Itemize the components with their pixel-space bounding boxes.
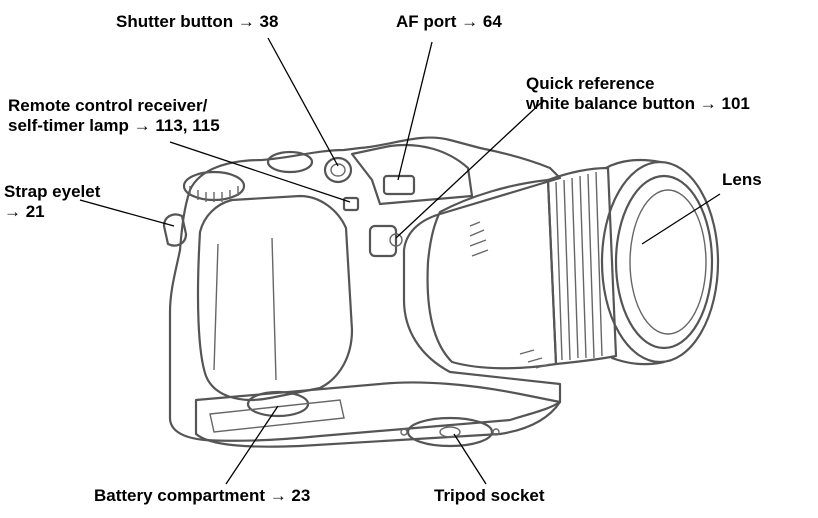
tripod-socket-ring [406,416,494,448]
label-remote-control: Remote control receiver/ self-timer lamp… [8,96,220,136]
lens-mount [426,178,558,370]
barrel-texture-bottom [519,349,551,369]
label-tripod-socket-line1: Tripod socket [434,486,545,505]
label-lens: Lens [722,170,762,190]
label-strap-eyelet-line2: → 21 [4,202,45,221]
mode-dial-ridges [189,186,239,202]
camera-illustration [162,136,720,448]
camera-grip [196,194,354,402]
shutter-button-shape [323,156,353,184]
label-remote-control-line2: self-timer lamp → 113, 115 [8,116,220,135]
base-plate [194,381,562,448]
label-quick-reference-line1: Quick reference [526,74,655,93]
tripod-socket-hole [439,426,461,438]
camera-body-outline [168,136,562,442]
lens-front-middle-ring [614,174,714,350]
leader-quick-ref [395,99,545,239]
label-battery-compartment-line1: Battery compartment → 23 [94,486,311,505]
focus-ring-ridges [555,171,603,361]
leader-strap [79,199,175,227]
label-af-port-line1: AF port → 64 [396,12,502,31]
label-strap-eyelet-line1: Strap eyelet [4,182,101,201]
af-port-window [382,174,416,196]
grip-texture-line [213,243,219,371]
base-screw-right [492,428,500,436]
battery-door-panel [209,399,345,433]
lens-barrel [546,166,618,366]
label-shutter-button-line1: Shutter button → 38 [116,12,279,31]
strap-eyelet-shape [162,213,188,247]
lens-glass [629,189,707,335]
command-dial [266,150,314,174]
lens-hood-edge [604,158,666,366]
base-screw-left [400,428,408,436]
label-battery-compartment: Battery compartment → 23 [94,486,310,506]
shutter-button-inner [330,163,346,177]
label-lens-line1: Lens [722,170,762,189]
remote-receiver-window [342,196,360,212]
grip-inner-line [271,237,277,381]
barrel-texture-top [469,221,489,257]
leader-tripod [453,433,487,485]
leader-shutter [267,37,339,167]
label-quick-reference: Quick reference white balance button → 1… [526,74,750,114]
label-shutter-button: Shutter button → 38 [116,12,278,32]
leader-af-port [397,41,433,181]
flash-hump [350,143,474,206]
leader-lens [641,193,721,245]
label-remote-control-line1: Remote control receiver/ [8,96,208,115]
leader-remote [169,141,351,203]
label-af-port: AF port → 64 [396,12,502,32]
quick-ref-button-housing [368,224,398,258]
label-quick-reference-line2: white balance button → 101 [526,94,750,113]
leader-battery [225,405,279,485]
quick-ref-button-shape [389,233,403,247]
label-tripod-socket: Tripod socket [434,486,545,506]
label-strap-eyelet: Strap eyelet → 21 [4,182,100,222]
